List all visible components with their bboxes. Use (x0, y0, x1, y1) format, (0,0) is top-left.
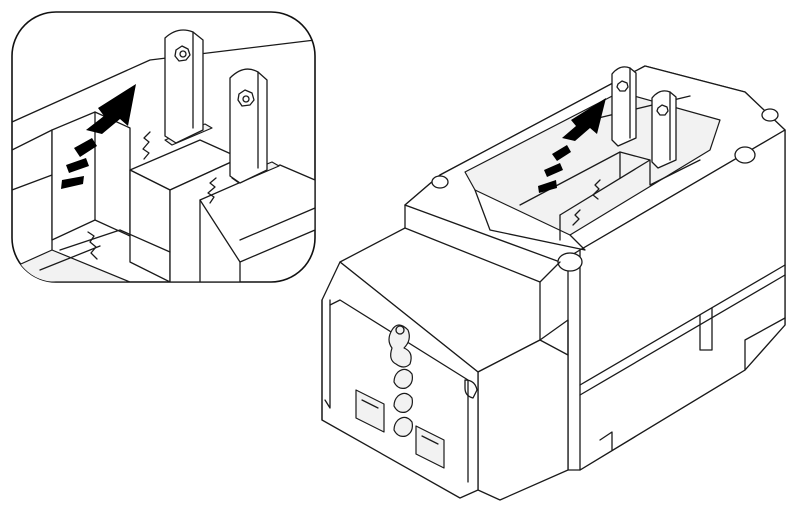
main-blade-left (611, 66, 637, 147)
inset-blade-right (229, 68, 268, 184)
fold-up-arrow-icon (538, 98, 606, 193)
adapter-main-view (321, 65, 786, 501)
detail-inset (11, 11, 316, 283)
socket-universal-holes (355, 324, 445, 469)
fold-up-arrow-icon (61, 84, 136, 189)
corner-lug (557, 252, 583, 272)
main-blade-right (651, 90, 677, 169)
inset-blade-left (164, 29, 204, 144)
inset-closeup (12, 29, 315, 282)
